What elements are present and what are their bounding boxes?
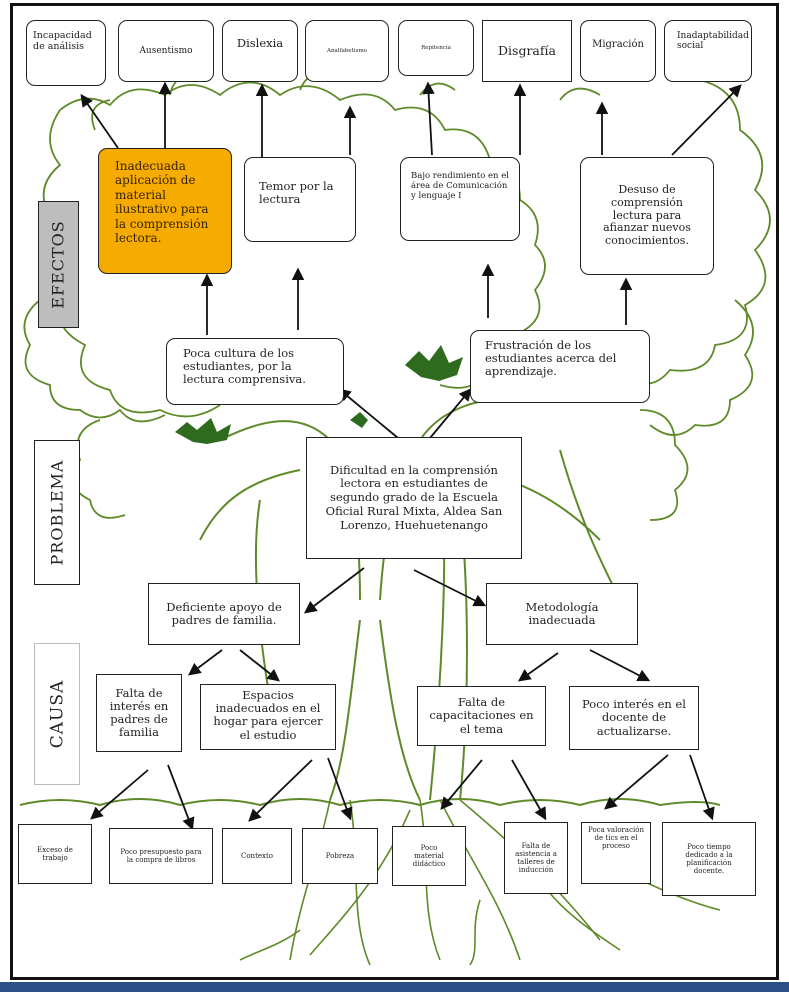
effect-arrows: [80, 81, 742, 335]
cause-label: CAUSA: [34, 643, 80, 785]
root-poco-material: Poco material didáctico: [392, 826, 466, 886]
effect-top-dislexia: Dislexia: [222, 20, 298, 82]
effects-label: EFECTOS: [38, 201, 79, 328]
cause-poco-interes-docente: Poco interés en el docente de actualizar…: [569, 686, 699, 750]
effect-top-inadaptabilidad: Inadaptabilidad social: [664, 20, 752, 82]
diagram-frame: [10, 3, 779, 980]
cause-espacios-inadecuados: Espacios inadecuados en el hogar para ej…: [200, 684, 336, 750]
root-contexto: Contexto: [222, 828, 292, 884]
tree-roots: [239, 799, 721, 966]
central-problem: Dificultad en la comprensión lectora en …: [306, 437, 522, 559]
problem-arrows: [338, 388, 472, 439]
effects-label-text: EFECTOS: [49, 220, 69, 309]
cause-label-text: CAUSA: [47, 679, 68, 749]
cause-apoyo-padres: Deficiente apoyo de padres de familia.: [148, 583, 300, 645]
effect-desuso-comprension: Desuso de comprensión lectura para afian…: [580, 157, 714, 275]
effect-temor-lectura: Temor por la lectura: [244, 157, 356, 242]
effect-poca-cultura: Poca cultura de los estudiantes, por la …: [166, 338, 344, 405]
effect-highlight-material: Inadecuada aplicación de material ilustr…: [98, 148, 232, 274]
problem-label-text: PROBLEMA: [47, 459, 67, 566]
effect-top-repitencia: Repitencia: [398, 20, 474, 76]
footer-bar: [0, 982, 789, 992]
cause-falta-capacitaciones: Falta de capacitaciones en el tema: [417, 686, 546, 746]
cause-metodologia: Metodología inadecuada: [486, 583, 638, 645]
effect-top-incapacidad: Incapacidad de análisis: [26, 20, 106, 86]
root-exceso-trabajo: Exceso de trabajo: [18, 824, 92, 884]
root-pobreza: Pobreza: [302, 828, 378, 884]
cause-arrows: [90, 567, 715, 831]
cause-falta-interes-padres: Falta de interés en padres de familia: [96, 674, 182, 752]
root-poco-presupuesto: Poco presupuesto para la compra de libro…: [109, 828, 213, 884]
problem-label: PROBLEMA: [34, 440, 80, 585]
effect-bajo-rendimiento: Bajo rendimiento en el área de Comunicac…: [400, 157, 520, 241]
effect-top-migracion: Migración: [580, 20, 656, 82]
root-falta-asistencia: Falta de asistencia a talleres de inducc…: [504, 822, 568, 894]
effect-top-ausentismo: Ausentismo: [118, 20, 214, 82]
tree-dark-foliage: [175, 345, 463, 444]
effect-top-analfabetismo: Analfabetismo: [305, 20, 389, 82]
root-poca-valoracion-tics: Poca valoración de tics en el proceso: [581, 822, 651, 884]
root-poco-tiempo: Poco tiempo dedicado a la planificación …: [662, 822, 756, 896]
effect-top-disgrafia: Disgrafía: [482, 20, 572, 82]
effect-frustracion: Frustración de los estudiantes acerca de…: [470, 330, 650, 403]
